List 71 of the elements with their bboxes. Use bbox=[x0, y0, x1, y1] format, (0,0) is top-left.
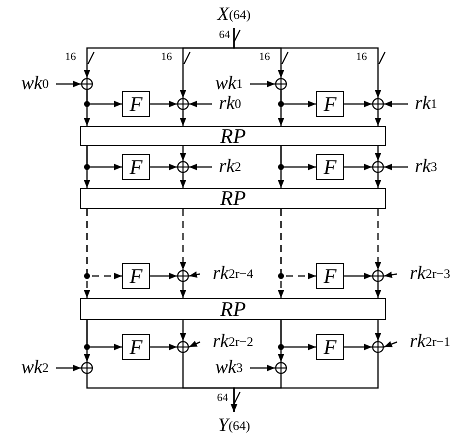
arrow bbox=[344, 272, 372, 280]
arrow bbox=[56, 80, 81, 88]
function-box: F bbox=[316, 334, 344, 360]
xor-symbol bbox=[177, 161, 189, 173]
permutation-box: RP bbox=[80, 188, 386, 209]
arrow bbox=[278, 90, 284, 126]
bus-width-label: 64 bbox=[217, 392, 228, 404]
permutation-box: RP bbox=[80, 298, 386, 320]
arrow bbox=[384, 100, 408, 108]
function-box: F bbox=[122, 334, 150, 360]
arrow bbox=[188, 271, 200, 278]
bus-width-label: 16 bbox=[356, 51, 367, 63]
arrow bbox=[150, 344, 177, 350]
arrow bbox=[250, 364, 275, 372]
arrow bbox=[180, 320, 186, 341]
function-box: F bbox=[122, 263, 150, 289]
arrow bbox=[180, 146, 186, 161]
xor-symbol bbox=[81, 78, 93, 90]
arrow bbox=[384, 272, 398, 278]
arrow bbox=[150, 272, 177, 280]
arrow bbox=[188, 340, 200, 348]
xor-symbol bbox=[275, 78, 287, 90]
function-box: F bbox=[316, 263, 344, 289]
bus-width-label: 64 bbox=[219, 29, 230, 41]
arrow bbox=[84, 146, 90, 188]
dashed-arrow bbox=[84, 209, 90, 298]
arrow bbox=[150, 164, 177, 170]
arrow bbox=[278, 320, 284, 362]
arrow bbox=[250, 80, 275, 88]
arrow bbox=[84, 90, 90, 126]
arrow bbox=[180, 110, 186, 126]
bus-width-label: 16 bbox=[65, 51, 76, 63]
permutation-box: RP bbox=[80, 126, 386, 146]
xor-symbol bbox=[372, 270, 384, 282]
arrow bbox=[344, 100, 372, 108]
function-box: F bbox=[316, 91, 344, 117]
xor-symbol bbox=[81, 362, 93, 374]
arrow bbox=[180, 173, 186, 188]
arrow bbox=[374, 320, 382, 341]
function-box: F bbox=[316, 154, 344, 180]
arrow bbox=[189, 164, 212, 170]
arrow bbox=[233, 28, 382, 98]
xor-symbol bbox=[372, 98, 384, 110]
xor-symbol bbox=[275, 362, 287, 374]
xor-symbol bbox=[177, 98, 189, 110]
xor-symbol bbox=[177, 341, 189, 353]
arrow bbox=[374, 173, 382, 188]
arrow bbox=[84, 320, 90, 362]
xor-symbol bbox=[177, 270, 189, 282]
xor-symbol bbox=[372, 341, 384, 353]
dashed-arrow bbox=[278, 209, 284, 298]
bus-width-label: 16 bbox=[161, 51, 172, 63]
arrow bbox=[384, 164, 408, 170]
function-box: F bbox=[122, 91, 150, 117]
arrow bbox=[150, 100, 177, 108]
dashed-arrow bbox=[374, 209, 382, 270]
dashed-arrow bbox=[180, 209, 186, 270]
arrow bbox=[374, 282, 382, 298]
arrow bbox=[384, 341, 398, 348]
function-box: F bbox=[122, 154, 150, 180]
arrow bbox=[56, 364, 81, 372]
xor-symbol bbox=[372, 161, 384, 173]
arrow bbox=[278, 146, 284, 188]
arrow bbox=[374, 110, 382, 126]
bus-width-label: 16 bbox=[259, 51, 270, 63]
arrow bbox=[189, 100, 212, 108]
arrow bbox=[230, 353, 379, 412]
arrow bbox=[180, 282, 186, 298]
arrow bbox=[374, 146, 382, 161]
arrow bbox=[344, 344, 372, 350]
arrow bbox=[344, 164, 372, 170]
